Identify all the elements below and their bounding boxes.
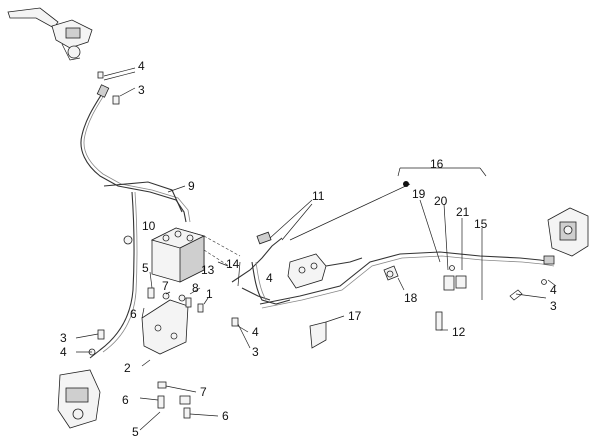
callout-18: 18: [404, 291, 418, 305]
front-caliper-pipe: [89, 191, 138, 359]
callout-2: 2: [124, 361, 131, 375]
callout-21: 21: [456, 205, 470, 219]
callout-4-middle: 4: [266, 271, 273, 285]
callout-9: 9: [188, 179, 195, 193]
callout-13: 13: [201, 263, 215, 277]
brake-distributor-valve: [287, 253, 363, 289]
callout-6-lower-left: 6: [122, 393, 129, 407]
front-master-cylinder: [7, 7, 93, 61]
callout-1: 1: [206, 287, 213, 301]
callout-7-lower: 7: [200, 385, 207, 399]
callout-12: 12: [452, 325, 466, 339]
abs-mounting-bracket: [141, 299, 189, 355]
callout-4-left: 4: [60, 345, 67, 359]
callout-16: 16: [430, 157, 444, 171]
callout-20: 20: [434, 194, 448, 208]
middle-brake-pipes: [231, 231, 291, 305]
callout-labels: 4 3 9 10 11 16 19 20 21 15 4 3 5 7 13 14…: [60, 59, 557, 439]
abs-fasteners: [88, 71, 239, 419]
leader-lines: [75, 67, 557, 431]
callout-5-upper: 5: [142, 261, 149, 275]
callout-15: 15: [474, 217, 488, 231]
callout-7-upper: 7: [162, 279, 169, 293]
callout-6-lower-right: 6: [222, 409, 229, 423]
callout-6-upper: 6: [130, 307, 137, 321]
callout-19: 19: [412, 187, 426, 201]
callout-4-lower-middle: 4: [252, 325, 259, 339]
callout-5-lower: 5: [132, 425, 139, 439]
callout-3-rear: 3: [550, 299, 557, 313]
front-brake-pipe-upper: [80, 84, 191, 223]
callout-8: 8: [192, 281, 199, 295]
callout-4-rear: 4: [550, 283, 557, 297]
rear-pipe-hardware: [309, 265, 547, 349]
callout-11: 11: [312, 189, 325, 203]
callout-17: 17: [348, 309, 362, 323]
callout-10: 10: [142, 219, 156, 233]
rear-brake-caliper: [547, 207, 589, 257]
callout-4-master-cyl: 4: [138, 59, 145, 73]
callout-3-lower-middle: 3: [252, 345, 259, 359]
reference-dot: [403, 181, 409, 187]
callout-3-master-cyl: 3: [138, 83, 145, 97]
rear-brake-pipe: [259, 251, 555, 309]
front-brake-caliper: [57, 369, 101, 429]
abs-hydraulic-unit: [150, 227, 241, 283]
callout-3-left: 3: [60, 331, 67, 345]
callout-14: 14: [226, 257, 240, 271]
